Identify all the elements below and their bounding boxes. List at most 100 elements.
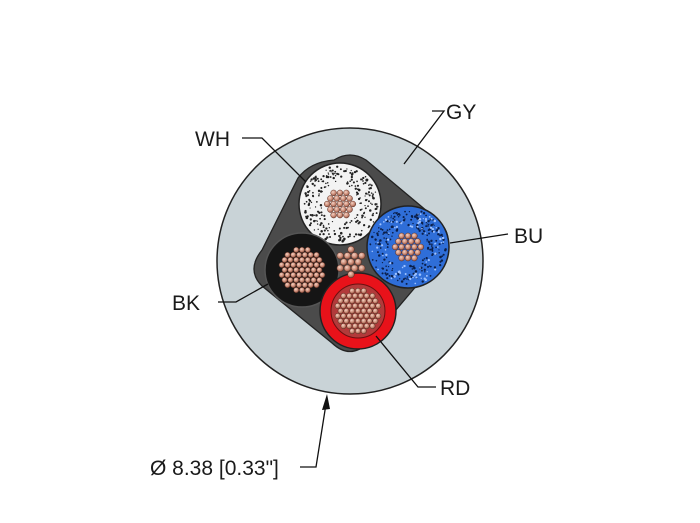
- copper-strand: [346, 293, 353, 299]
- insulation-speck: [439, 255, 442, 259]
- insulation-speck: [378, 230, 380, 233]
- copper-strand: [349, 298, 356, 304]
- copper-strand: [310, 267, 317, 273]
- insulation-speck: [404, 218, 406, 220]
- insulation-speck: [343, 170, 346, 173]
- insulation-speck: [351, 184, 353, 187]
- copper-strand: [357, 313, 364, 319]
- insulation-speck: [386, 277, 389, 280]
- insulation-speck: [367, 205, 369, 208]
- label-bk: BK: [172, 292, 200, 315]
- insulation-speck: [309, 213, 312, 217]
- insulation-speck: [403, 264, 406, 268]
- insulation-speck: [357, 188, 360, 191]
- insulation-speck: [369, 186, 372, 190]
- insulation-speck: [317, 228, 319, 230]
- insulation-speck: [383, 237, 385, 239]
- insulation-speck: [343, 226, 346, 229]
- insulation-speck: [417, 213, 419, 215]
- insulation-speck: [418, 218, 422, 221]
- copper-strand: [363, 293, 370, 299]
- copper-strand: [296, 262, 303, 268]
- insulation-speck: [367, 193, 369, 195]
- insulation-speck: [333, 229, 336, 232]
- insulation-speck: [371, 203, 373, 206]
- black-copper-strands: [278, 246, 326, 294]
- insulation-speck: [329, 176, 332, 178]
- copper-strand: [284, 272, 291, 278]
- insulation-speck: [435, 226, 438, 229]
- white-copper-strands: [324, 189, 356, 219]
- insulation-speck: [408, 211, 411, 213]
- insulation-speck: [385, 273, 388, 276]
- copper-strand: [336, 252, 344, 260]
- blue-insulation-texture: [369, 210, 447, 285]
- insulation-speck: [402, 278, 405, 281]
- insulation-speck: [322, 180, 325, 183]
- insulation-speck: [430, 224, 433, 227]
- label-gy: GY: [446, 101, 476, 124]
- insulation-speck: [421, 232, 424, 235]
- copper-strand: [352, 303, 359, 309]
- insulation-speck: [433, 266, 437, 269]
- insulation-speck: [350, 219, 353, 222]
- copper-strand: [284, 282, 291, 288]
- insulation-speck: [420, 210, 423, 213]
- copper-strand: [301, 282, 308, 288]
- insulation-speck: [397, 212, 401, 216]
- insulation-speck: [421, 227, 423, 230]
- insulation-speck: [331, 172, 334, 175]
- copper-strand: [398, 254, 405, 262]
- copper-strand: [366, 308, 373, 314]
- copper-strand: [340, 195, 347, 202]
- label-bu: BU: [514, 225, 543, 248]
- insulation-speck: [422, 218, 425, 220]
- insulation-speck: [430, 239, 433, 243]
- copper-strand: [414, 238, 421, 245]
- insulation-speck: [414, 282, 417, 285]
- insulation-speck: [380, 228, 382, 230]
- copper-strand: [307, 282, 314, 288]
- insulation-speck: [323, 226, 325, 228]
- insulation-speck: [377, 268, 379, 271]
- copper-strand: [346, 313, 353, 319]
- insulation-speck: [361, 214, 364, 218]
- insulation-speck: [421, 280, 424, 283]
- insulation-speck: [385, 256, 388, 259]
- insulation-speck: [333, 232, 337, 236]
- copper-strand: [304, 257, 311, 263]
- insulation-speck: [424, 218, 428, 221]
- insulation-speck: [419, 213, 422, 215]
- copper-strand: [296, 272, 303, 278]
- insulation-speck: [392, 220, 394, 223]
- insulation-speck: [307, 203, 310, 207]
- copper-strand: [354, 258, 362, 266]
- copper-strand: [307, 262, 314, 268]
- insulation-speck: [320, 207, 323, 209]
- insulation-speck: [438, 249, 440, 251]
- insulation-speck: [349, 221, 351, 224]
- insulation-speck: [410, 218, 413, 221]
- copper-strand: [333, 206, 340, 213]
- copper-strand: [278, 272, 285, 278]
- insulation-speck: [430, 245, 433, 247]
- copper-strand: [352, 323, 359, 329]
- insulation-speck: [381, 272, 384, 275]
- insulation-speck: [425, 221, 427, 223]
- insulation-speck: [405, 213, 408, 216]
- insulation-speck: [382, 254, 384, 257]
- copper-strand: [347, 270, 355, 279]
- insulation-speck: [364, 205, 366, 207]
- insulation-speck: [364, 216, 366, 218]
- insulation-speck: [421, 259, 424, 262]
- copper-strand: [357, 303, 364, 309]
- insulation-speck: [388, 228, 391, 231]
- insulation-speck: [391, 225, 394, 229]
- insulation-speck: [423, 268, 426, 271]
- copper-strand: [372, 318, 379, 324]
- insulation-speck: [358, 221, 361, 224]
- insulation-speck: [393, 215, 396, 218]
- insulation-speck: [432, 223, 434, 225]
- insulation-speck: [439, 237, 442, 241]
- insulation-speck: [428, 223, 430, 226]
